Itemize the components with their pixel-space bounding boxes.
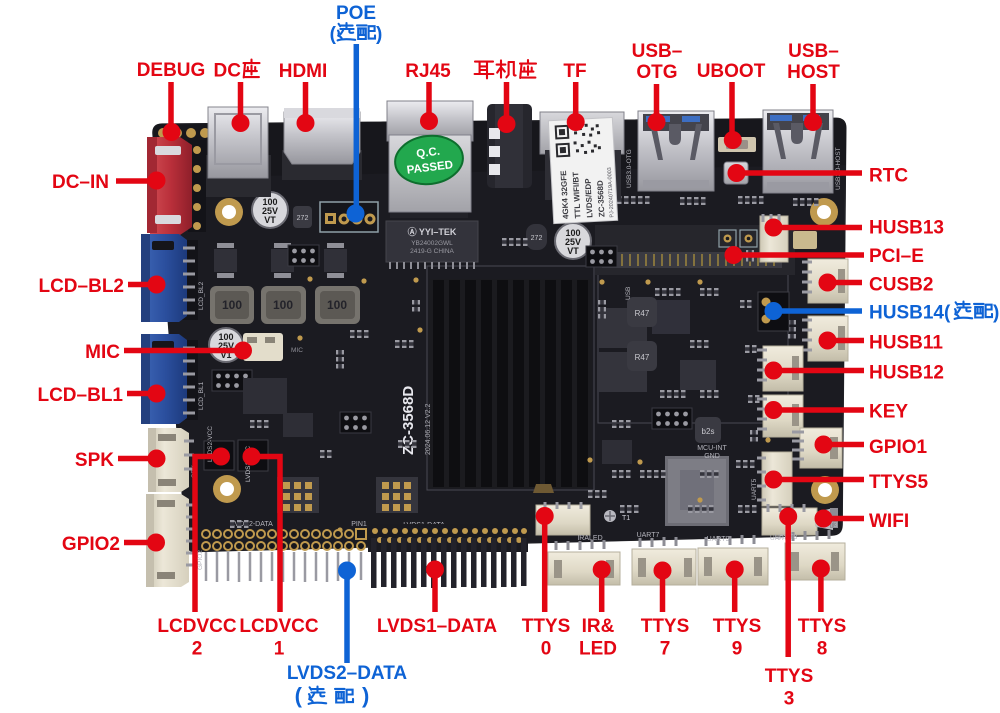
svg-text:DEBUG: DEBUG [137, 60, 206, 81]
svg-text:USB3.0-HOST: USB3.0-HOST [835, 147, 842, 190]
svg-text:2: 2 [192, 639, 203, 660]
svg-text:KEY: KEY [869, 402, 908, 423]
svg-text:LCDVCC: LCDVCC [157, 616, 236, 637]
svg-text:b2s: b2s [702, 427, 715, 436]
svg-text:SPK: SPK [75, 450, 114, 471]
svg-text:4GK4 32GFE: 4GK4 32GFE [559, 170, 571, 220]
svg-text:LCD_BL1: LCD_BL1 [198, 381, 205, 410]
svg-text:USB–: USB– [632, 41, 683, 62]
svg-text:RJ45: RJ45 [405, 61, 451, 82]
svg-text:2024.06.12 V2.2: 2024.06.12 V2.2 [425, 404, 432, 455]
svg-text:HUSB13: HUSB13 [869, 218, 944, 239]
svg-text:DC–IN: DC–IN [52, 172, 109, 193]
svg-text:3: 3 [784, 689, 795, 710]
svg-text:USB–: USB– [788, 41, 839, 62]
svg-text:LCDVCC: LCDVCC [239, 616, 318, 637]
svg-text:VT: VT [264, 215, 276, 225]
svg-text:LCD–BL1: LCD–BL1 [37, 385, 123, 406]
svg-text:TTYS: TTYS [713, 616, 762, 637]
svg-text:V1: V1 [220, 350, 231, 360]
svg-text:R47: R47 [635, 353, 650, 362]
svg-text:WIFI: WIFI [869, 511, 909, 532]
svg-text:LVDS2–DATA: LVDS2–DATA [287, 663, 408, 684]
svg-text:9: 9 [732, 639, 743, 660]
svg-text:LVDS/EDP: LVDS/EDP [583, 177, 594, 217]
svg-text:DC: DC [214, 61, 242, 82]
svg-text:100: 100 [262, 197, 277, 207]
svg-text:UART9: UART9 [707, 536, 730, 543]
svg-text:LED: LED [579, 639, 617, 660]
svg-text:TTYS5: TTYS5 [869, 472, 929, 493]
svg-text:HDMI: HDMI [279, 61, 328, 82]
svg-text:VT: VT [567, 246, 579, 256]
svg-text:TTYS: TTYS [641, 616, 690, 637]
svg-text:GPIO2: GPIO2 [62, 534, 120, 555]
svg-text:ZC-3568D: ZC-3568D [400, 386, 417, 455]
svg-text:100: 100 [327, 298, 347, 312]
svg-text:LVDS2-DATA: LVDS2-DATA [231, 521, 273, 528]
svg-text:Ⓐ YYI–TEK: Ⓐ YYI–TEK [408, 226, 457, 237]
svg-text:8: 8 [817, 639, 828, 660]
svg-text:100: 100 [565, 228, 580, 238]
svg-text:TTYS: TTYS [522, 616, 571, 637]
svg-text:100: 100 [218, 332, 233, 342]
svg-text:2419-G CHINA: 2419-G CHINA [410, 248, 454, 255]
svg-text:ZC-3568D: ZC-3568D [596, 180, 607, 218]
svg-text:USB3.0-OTG: USB3.0-OTG [626, 149, 633, 188]
svg-text:TTL WIFI/BT: TTL WIFI/BT [571, 172, 582, 219]
svg-text:Q.C.: Q.C. [416, 146, 441, 161]
svg-text:HUSB14(: HUSB14( [869, 303, 951, 324]
svg-text:USB: USB [625, 287, 632, 300]
svg-text:UART7: UART7 [637, 532, 660, 539]
svg-text:LCD_BL2: LCD_BL2 [198, 281, 205, 310]
svg-text:TTYS: TTYS [798, 616, 847, 637]
svg-text:YB24002GWL: YB24002GWL [411, 240, 453, 247]
svg-text:POE: POE [336, 3, 376, 24]
svg-text:LVDS2-VCC: LVDS2-VCC [207, 426, 214, 462]
svg-text:UART5: UART5 [751, 478, 758, 500]
svg-text:GPIO1: GPIO1 [869, 437, 928, 458]
svg-text:TF: TF [563, 61, 586, 82]
svg-text:LCD–BL2: LCD–BL2 [38, 276, 124, 297]
svg-text:HUSB12: HUSB12 [869, 363, 944, 384]
svg-text:25V: 25V [565, 237, 581, 247]
svg-text:LVDS1–DATA: LVDS1–DATA [377, 616, 498, 637]
svg-text:T1: T1 [622, 515, 630, 522]
svg-text:HOST: HOST [787, 62, 840, 83]
svg-text:PCI–E: PCI–E [869, 246, 924, 267]
svg-text:GND: GND [704, 453, 720, 460]
svg-text:MIC: MIC [291, 347, 303, 354]
svg-text:7: 7 [660, 639, 671, 660]
svg-text:MCU-INT: MCU-INT [697, 445, 727, 452]
svg-text:MIC: MIC [85, 342, 120, 363]
svg-text:R47: R47 [635, 309, 650, 318]
svg-text:25V: 25V [262, 206, 278, 216]
svg-text:UBOOT: UBOOT [697, 61, 766, 82]
svg-text:272: 272 [297, 215, 309, 222]
svg-text:GPIO2: GPIO2 [197, 550, 204, 570]
svg-text:TTYS: TTYS [765, 666, 814, 687]
svg-text:IRALED: IRALED [577, 535, 602, 542]
svg-text:): ) [376, 24, 382, 45]
svg-text:RTC: RTC [869, 166, 908, 187]
svg-text:272: 272 [531, 235, 543, 242]
svg-text:PJ-20240719A-0003: PJ-20240719A-0003 [607, 167, 616, 218]
svg-text:100: 100 [222, 298, 242, 312]
svg-text:(: ( [330, 24, 337, 45]
svg-text:PIN1: PIN1 [351, 521, 367, 528]
svg-text:(: ( [295, 683, 303, 708]
svg-text:1: 1 [274, 639, 285, 660]
svg-text:100: 100 [273, 298, 293, 312]
svg-text:0: 0 [541, 639, 552, 660]
svg-text:25V: 25V [218, 341, 234, 351]
svg-text:): ) [362, 683, 369, 708]
svg-text:OTG: OTG [636, 62, 677, 83]
svg-text:CUSB2: CUSB2 [869, 275, 933, 296]
svg-text:): ) [993, 303, 999, 324]
svg-text:IR&: IR& [582, 616, 615, 637]
svg-text:PASSED: PASSED [406, 159, 454, 177]
svg-text:UART3: UART3 [770, 535, 792, 542]
svg-text:HUSB11: HUSB11 [869, 333, 943, 354]
